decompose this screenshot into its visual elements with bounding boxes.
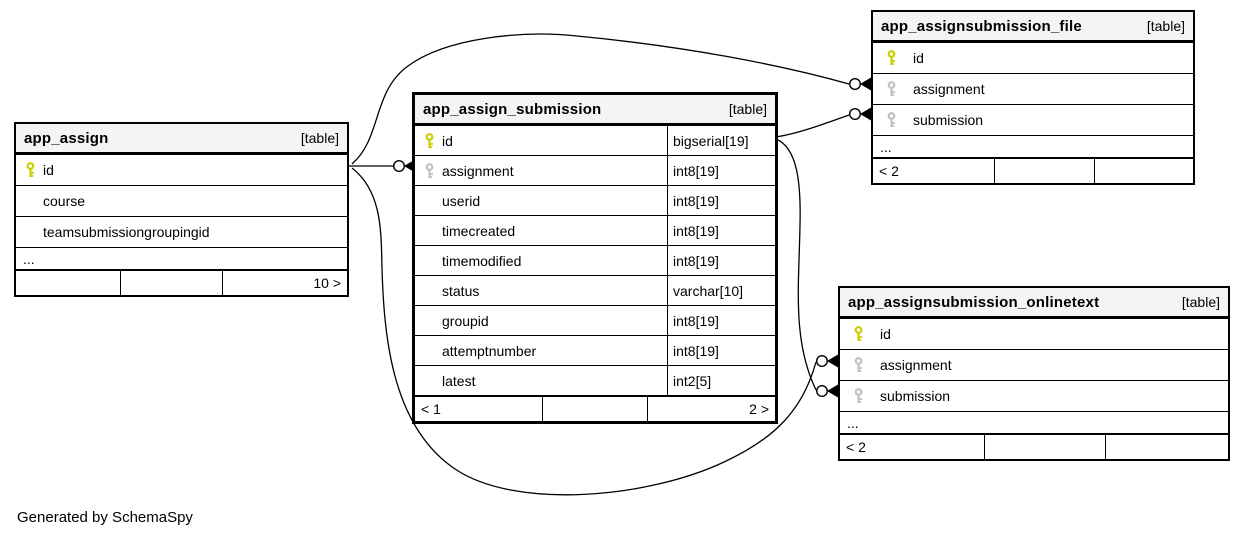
column-type: int8[19]	[667, 306, 775, 335]
column-row: groupid int8[19]	[415, 305, 775, 335]
table-tag: [table]	[1146, 18, 1185, 34]
column-type: int8[19]	[667, 186, 775, 215]
column-type: int8[19]	[667, 336, 775, 365]
column-type: int8[19]	[667, 216, 775, 245]
column-row: submission	[840, 380, 1228, 411]
table-node-app-assignsubmission-onlinetext[interactable]: app_assignsubmission_onlinetext [table] …	[838, 286, 1230, 461]
column-type: int2[5]	[667, 366, 775, 395]
crowfoot-marker-file-assignment	[849, 77, 871, 91]
crowfoot-marker-onlinetext-assignment	[816, 354, 838, 368]
footer-parents: < 2	[846, 439, 866, 455]
column-row: id	[840, 318, 1228, 349]
footer-mid	[120, 271, 222, 295]
generated-by-note: Generated by SchemaSpy	[17, 509, 193, 526]
column-name: attemptnumber	[442, 342, 537, 359]
hidden-columns-ellipsis: ...	[16, 247, 347, 269]
foreign-key-icon	[886, 81, 897, 97]
column-name: groupid	[442, 312, 489, 329]
footer-parents: < 1	[421, 401, 441, 417]
table-header: app_assignsubmission_onlinetext [table]	[840, 288, 1228, 318]
table-name: app_assignsubmission_file	[881, 17, 1082, 35]
table-footer: 10 >	[16, 269, 347, 295]
column-name: course	[43, 193, 86, 209]
crowfoot-marker-file-submission	[849, 107, 871, 121]
table-name: app_assign_submission	[423, 100, 602, 118]
foreign-key-icon	[886, 112, 897, 128]
table-tag: [table]	[300, 130, 339, 146]
table-node-app-assign-submission[interactable]: app_assign_submission [table] id bigseri…	[412, 92, 778, 424]
column-type: varchar[10]	[667, 276, 775, 305]
table-footer: < 2	[873, 157, 1193, 183]
column-row: status varchar[10]	[415, 275, 775, 305]
column-type: int8[19]	[667, 156, 775, 185]
table-header: app_assignsubmission_file [table]	[873, 12, 1193, 42]
column-row: assignment	[873, 73, 1193, 104]
column-row: id bigserial[19]	[415, 125, 775, 155]
column-name: id	[913, 50, 924, 66]
column-name: assignment	[913, 81, 985, 97]
table-tag: [table]	[1181, 294, 1220, 310]
column-name: submission	[913, 112, 984, 128]
column-name: timemodified	[442, 252, 522, 269]
table-footer: < 2	[840, 433, 1228, 459]
column-name: latest	[442, 372, 476, 389]
column-name: teamsubmissiongroupingid	[43, 224, 210, 240]
column-name: submission	[880, 388, 951, 404]
column-name: userid	[442, 192, 481, 209]
column-name: id	[43, 162, 54, 178]
column-row: assignment int8[19]	[415, 155, 775, 185]
column-row: attemptnumber int8[19]	[415, 335, 775, 365]
column-row: course	[16, 185, 347, 216]
fk-line-submission-to-file-submission	[774, 114, 850, 138]
foreign-key-icon	[853, 388, 864, 404]
footer-children: 10 >	[222, 271, 347, 295]
crowfoot-marker-onlinetext-submission	[816, 384, 838, 398]
table-tag: [table]	[728, 101, 767, 117]
primary-key-icon	[25, 162, 36, 178]
column-row: userid int8[19]	[415, 185, 775, 215]
column-type: bigserial[19]	[667, 126, 775, 155]
column-name: status	[442, 282, 480, 299]
footer-children	[1094, 159, 1193, 183]
column-name: assignment	[880, 357, 952, 373]
footer-children	[1105, 435, 1228, 459]
column-row: latest int2[5]	[415, 365, 775, 395]
column-type: int8[19]	[667, 246, 775, 275]
primary-key-icon	[886, 50, 897, 66]
column-name: id	[442, 132, 453, 149]
column-row: id	[16, 154, 347, 185]
footer-children: 2 >	[647, 397, 775, 421]
primary-key-icon	[853, 326, 864, 342]
table-header: app_assign [table]	[16, 124, 347, 154]
foreign-key-icon	[853, 357, 864, 373]
hidden-columns-ellipsis: ...	[840, 411, 1228, 433]
fk-line-submission-to-onlinetext-submission	[775, 138, 817, 391]
column-row: submission	[873, 104, 1193, 135]
footer-parents: < 2	[879, 163, 899, 179]
footer-parents	[16, 271, 120, 295]
table-name: app_assignsubmission_onlinetext	[848, 293, 1100, 311]
foreign-key-icon	[424, 162, 435, 179]
table-footer: < 1 2 >	[415, 395, 775, 421]
primary-key-icon	[424, 132, 435, 149]
table-node-app-assign[interactable]: app_assign [table] id course teamsubmiss…	[14, 122, 349, 297]
column-row: teamsubmissiongroupingid	[16, 216, 347, 247]
column-row: timemodified int8[19]	[415, 245, 775, 275]
hidden-columns-ellipsis: ...	[873, 135, 1193, 157]
footer-mid	[542, 397, 647, 421]
column-row: assignment	[840, 349, 1228, 380]
column-name: id	[880, 326, 891, 342]
footer-mid	[994, 159, 1094, 183]
column-name: assignment	[442, 162, 514, 179]
column-row: timecreated int8[19]	[415, 215, 775, 245]
footer-mid	[984, 435, 1105, 459]
table-name: app_assign	[24, 129, 109, 147]
table-header: app_assign_submission [table]	[415, 95, 775, 125]
column-name: timecreated	[442, 222, 516, 239]
table-node-app-assignsubmission-file[interactable]: app_assignsubmission_file [table] id ass…	[871, 10, 1195, 185]
column-row: id	[873, 42, 1193, 73]
